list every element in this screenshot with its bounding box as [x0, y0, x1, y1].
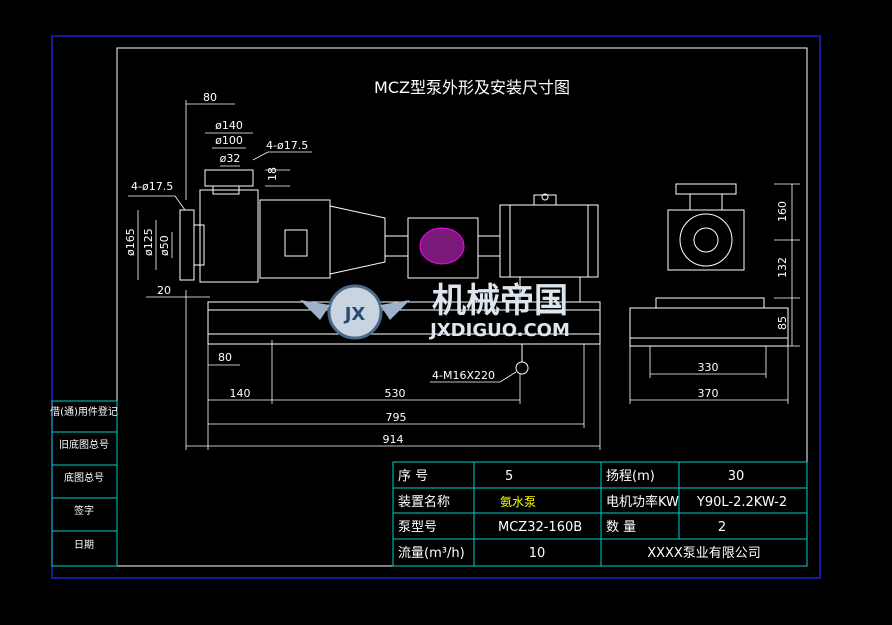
dim-80-top: 80 — [203, 91, 217, 104]
dim-d50: ø50 — [158, 235, 171, 256]
side-view: 160 132 85 330 370 — [629, 183, 800, 404]
dim-530: 530 — [385, 387, 406, 400]
motor-body — [499, 204, 599, 278]
side-casing — [667, 209, 745, 271]
bearing-housing — [259, 199, 331, 279]
dim-795: 795 — [386, 411, 407, 424]
site-logo: JX 机械帝国 JXDIGUO.COM — [300, 281, 570, 341]
dim-160: 160 — [776, 201, 789, 222]
value-quantity: 2 — [718, 520, 726, 535]
dim-bolts: 4-M16X220 — [432, 369, 495, 382]
value-flow: 10 — [529, 546, 546, 561]
dim-914: 914 — [383, 433, 404, 446]
dim-85: 85 — [776, 316, 789, 330]
side-base — [629, 307, 789, 339]
side-row-3: 底图总号 — [64, 471, 104, 484]
dim-20: 20 — [157, 284, 171, 297]
dim-132: 132 — [776, 257, 789, 278]
label-flow: 流量(m³/h) — [398, 546, 465, 561]
svg-text:JX: JX — [343, 304, 366, 325]
side-row-5: 日期 — [74, 539, 94, 551]
drawing-title: MCZ型泵外形及安装尺寸图 — [374, 78, 570, 97]
side-row-2: 旧底图总号 — [59, 438, 109, 451]
logo-en: JXDIGUO.COM — [428, 320, 570, 341]
value-serial: 5 — [505, 469, 513, 484]
coupling-hatch — [419, 227, 465, 265]
value-motor-power: Y90L-2.2KW-2 — [696, 495, 787, 510]
dim-18: 18 — [266, 167, 279, 181]
value-device-name: 氨水泵 — [500, 495, 536, 509]
label-pump-model: 泵型号 — [398, 520, 437, 535]
dim-d32: ø32 — [220, 152, 241, 165]
company-name: XXXX泵业有限公司 — [647, 546, 761, 561]
side-row-4: 签字 — [74, 504, 94, 517]
dim-d100: ø100 — [215, 134, 243, 147]
dim-370: 370 — [698, 387, 719, 400]
dim-330: 330 — [698, 361, 719, 374]
dim-holes-top: 4-ø17.5 — [266, 139, 308, 152]
suction-flange — [179, 209, 195, 281]
label-motor-power: 电机功率KW — [606, 494, 679, 510]
value-head: 30 — [728, 469, 745, 484]
label-head: 扬程(m) — [606, 469, 655, 484]
dim-d125: ø125 — [142, 228, 155, 256]
value-pump-model: MCZ32-160B — [498, 520, 582, 535]
label-quantity: 数 量 — [606, 520, 636, 535]
logo-cn: 机械帝国 — [432, 281, 568, 321]
dim-d140: ø140 — [215, 119, 243, 132]
front-view — [179, 169, 601, 375]
dim-d165: ø165 — [124, 228, 137, 256]
label-device-name: 装置名称 — [398, 494, 450, 510]
dim-80-base: 80 — [218, 351, 232, 364]
spec-table: 序 号 5 扬程(m) 30 装置名称 氨水泵 电机功率KW Y90L-2.2K… — [392, 461, 808, 567]
anchor-bolt-symbol — [515, 361, 529, 375]
dim-holes-side: 4-ø17.5 — [131, 180, 173, 193]
discharge-flange — [204, 169, 254, 187]
dim-140-base: 140 — [230, 387, 251, 400]
label-serial: 序 号 — [398, 469, 428, 484]
side-registry-block: 借(通)用件登记 旧底图总号 底图总号 签字 日期 — [50, 400, 118, 567]
outer-frame — [51, 35, 821, 579]
side-row-1: 借(通)用件登记 — [50, 405, 118, 418]
pump-casing — [199, 189, 259, 283]
front-dimensions: 80 ø140 ø100 ø32 4-ø17.5 18 4-ø17.5 ø165… — [124, 91, 601, 450]
